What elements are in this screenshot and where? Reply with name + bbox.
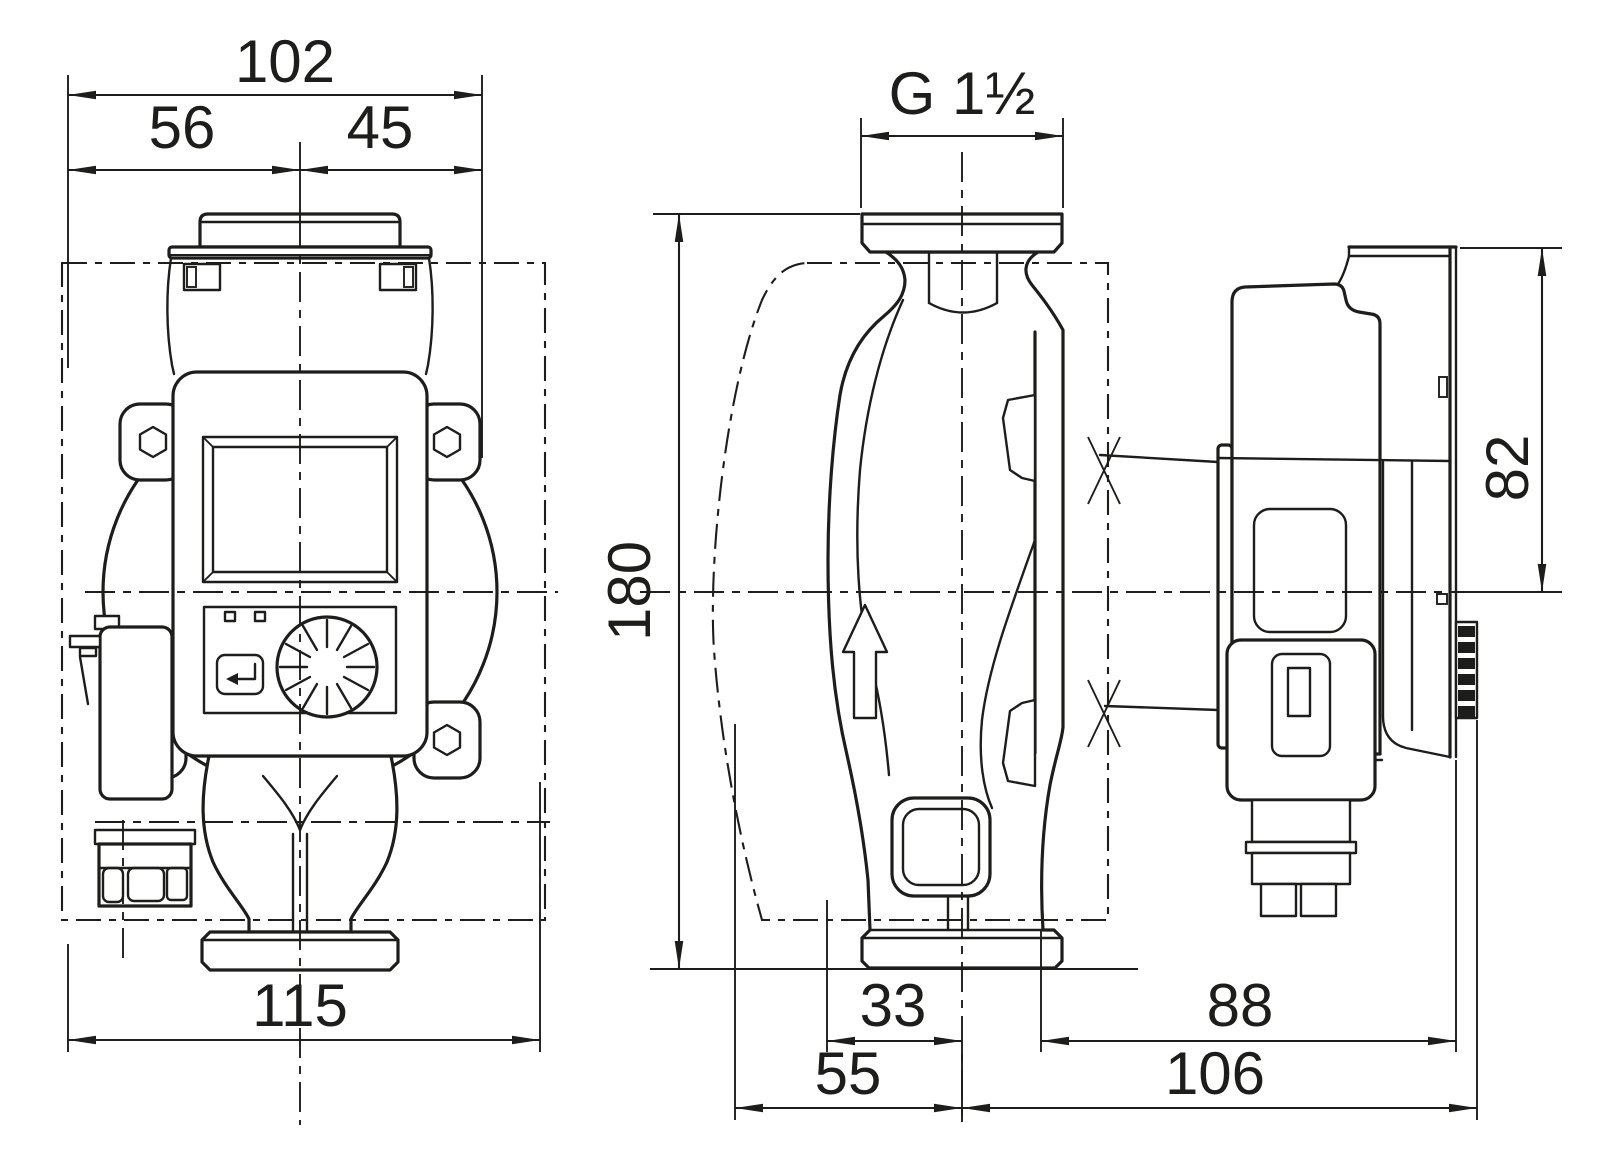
dim-label-180: 180 <box>596 541 663 641</box>
side-view: G 1½ 180 82 33 55 88 <box>596 60 1562 1122</box>
setting-knob <box>275 615 379 719</box>
dim-label-45: 45 <box>347 94 414 161</box>
clamp-screw-marks <box>1087 436 1121 748</box>
dim-label-106: 106 <box>1165 1040 1265 1107</box>
dim-height-180: 180 <box>596 213 860 969</box>
insulation-shell-phantom <box>60 261 547 922</box>
dim-height-82: 82 <box>1460 247 1562 593</box>
display-bevel <box>386 436 398 448</box>
front-view: 102 56 45 115 <box>60 28 558 1125</box>
gland-block <box>97 842 193 908</box>
gland-foot <box>1299 882 1338 918</box>
return-arrow-icon <box>226 662 257 685</box>
shoulder-bottom <box>1103 704 1220 712</box>
module-clip <box>1438 376 1448 398</box>
display-bevel <box>386 571 398 583</box>
connector-spade-2 <box>78 646 98 658</box>
insulation-shell-phantom-side <box>711 261 1110 922</box>
dim-insulation-width: 115 <box>67 782 541 1052</box>
status-led-icon <box>223 610 237 623</box>
connector-slot <box>1270 652 1332 758</box>
gland-plate <box>93 828 197 846</box>
connector-plug <box>1225 638 1377 802</box>
flow-direction-arrow-icon <box>841 603 889 720</box>
dim-total-width: 102 <box>67 28 483 458</box>
module-underside <box>1381 460 1452 759</box>
connector-pin <box>78 655 90 706</box>
dim-88: 88 <box>1040 760 1457 1052</box>
flange-lug-top <box>1001 393 1037 483</box>
display-bevel <box>202 571 214 583</box>
hex-bolt-hole-icon <box>432 425 462 459</box>
display-bevel <box>202 436 214 448</box>
body-wall-left <box>166 256 176 376</box>
module-top-corner <box>1336 245 1351 286</box>
shoulder-top <box>1098 453 1220 464</box>
bore-bottom <box>927 301 999 314</box>
dim-56-45: 56 45 <box>68 94 482 175</box>
dim-33: 33 <box>826 900 962 1052</box>
casing-window <box>890 796 992 898</box>
gland-tab <box>126 866 166 903</box>
casing-window-inner <box>901 807 981 887</box>
setting-knob-edge <box>1454 620 1479 720</box>
dim-label-82: 82 <box>1474 435 1541 502</box>
gland-foot <box>1259 882 1298 918</box>
connector-body <box>98 625 174 801</box>
hex-bolt-hole-icon <box>432 723 462 757</box>
dim-55: 55 <box>734 724 963 1122</box>
flange-lug-bottom <box>1001 698 1037 788</box>
volute-v-right <box>298 774 339 832</box>
hex-bolt-hole-icon <box>138 425 168 459</box>
connector-side <box>1225 638 1377 918</box>
snap-clip-right-inner <box>403 266 414 288</box>
dim-thread: G 1½ <box>860 60 1064 208</box>
connector-spade <box>68 634 102 649</box>
knob-ridges-icon <box>278 618 376 716</box>
bottom-port-flange <box>200 930 400 972</box>
gland-plate <box>1244 840 1358 855</box>
gland-step <box>1250 798 1352 844</box>
return-button <box>215 653 265 696</box>
control-module-side <box>1216 245 1479 918</box>
volute-v-left <box>261 774 302 832</box>
dim-label-56: 56 <box>149 94 216 161</box>
module-seam <box>1216 456 1452 463</box>
snap-clip-left-inner <box>186 266 197 288</box>
electrical-connector <box>68 614 197 908</box>
gland-body <box>1250 851 1352 886</box>
dim-label-102: 102 <box>235 28 335 95</box>
body-wall-right <box>424 256 434 376</box>
dim-106: 106 <box>962 720 1478 1120</box>
pump-casing-front <box>200 754 400 972</box>
terminal-cover <box>166 212 434 376</box>
dim-label-115: 115 <box>252 972 348 1039</box>
dim-label-thread: G 1½ <box>889 60 1036 127</box>
dim-label-55: 55 <box>815 1040 882 1107</box>
terminal-window <box>1252 507 1348 634</box>
status-led-icon <box>253 610 267 623</box>
connector-key <box>1286 666 1312 718</box>
dim-label-33: 33 <box>860 972 927 1039</box>
gland-tab <box>165 866 189 902</box>
module-clip <box>1436 593 1448 605</box>
dim-label-88: 88 <box>1207 972 1274 1039</box>
casing-inner-curve <box>856 298 905 777</box>
snap-clip-left <box>182 262 222 292</box>
casing-inner-curve-2 <box>979 538 1037 810</box>
